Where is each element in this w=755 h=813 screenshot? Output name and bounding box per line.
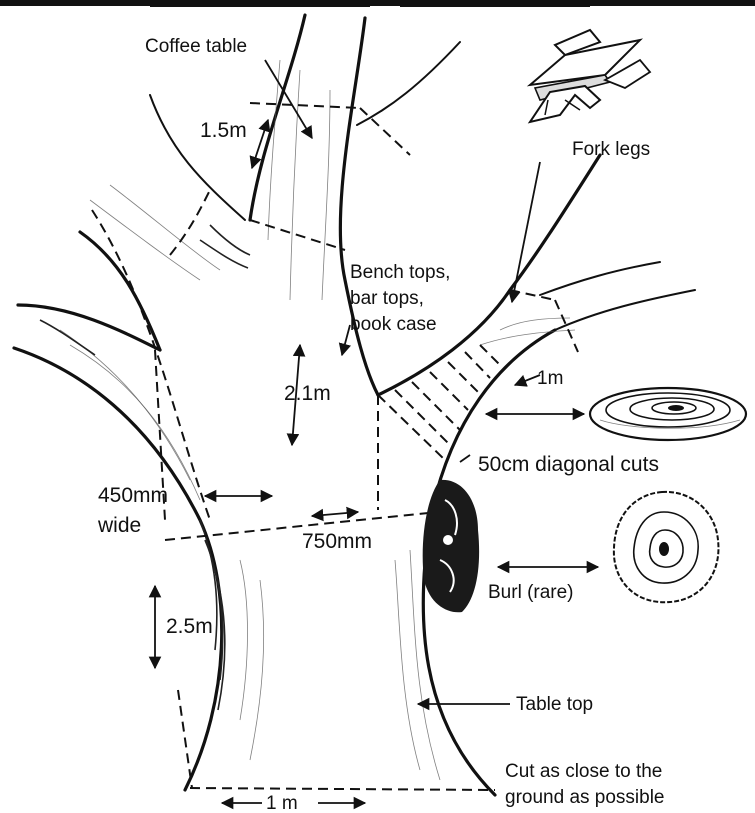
label-width-450-line2: wide: [97, 514, 141, 537]
burl-on-trunk: [423, 480, 479, 612]
label-burl: Burl (rare): [488, 582, 574, 603]
bark-hatching: [40, 60, 575, 780]
label-width-450-line1: 450mm: [98, 484, 168, 507]
label-dim-1-5m: 1.5m: [200, 119, 247, 142]
section-cut-lines: [92, 103, 578, 788]
cropped-heading-strip: [0, 0, 755, 7]
tree-outline: [14, 15, 695, 795]
label-bench-tops-line3: book case: [350, 314, 437, 335]
fork-leg-bench-icon: [530, 30, 650, 122]
label-diagonal-cuts: 50cm diagonal cuts: [478, 453, 659, 476]
burl-cross-section: [614, 492, 719, 602]
label-table-top: Table top: [516, 694, 593, 715]
label-dim-2-1m: 2.1m: [284, 382, 331, 405]
diagram-labels: Coffee table Fork legs 1.5m Bench tops, …: [97, 36, 665, 813]
label-dim-1m-branch: 1m: [537, 368, 563, 389]
label-bench-tops-line2: bar tops,: [350, 288, 424, 309]
label-cut-close-line1: Cut as close to the: [505, 761, 662, 782]
label-dim-2-5m: 2.5m: [166, 615, 213, 638]
diagonal-slice-disc: [590, 388, 746, 440]
diagonal-cut-lines: [378, 345, 500, 460]
label-coffee-table: Coffee table: [145, 36, 247, 57]
label-bench-tops-line1: Bench tops,: [350, 262, 450, 283]
label-width-750: 750mm: [302, 530, 372, 553]
label-cut-close-line2: ground as possible: [505, 787, 665, 808]
label-dim-1m-base: 1 m: [266, 793, 298, 813]
label-fork-legs: Fork legs: [572, 139, 650, 160]
